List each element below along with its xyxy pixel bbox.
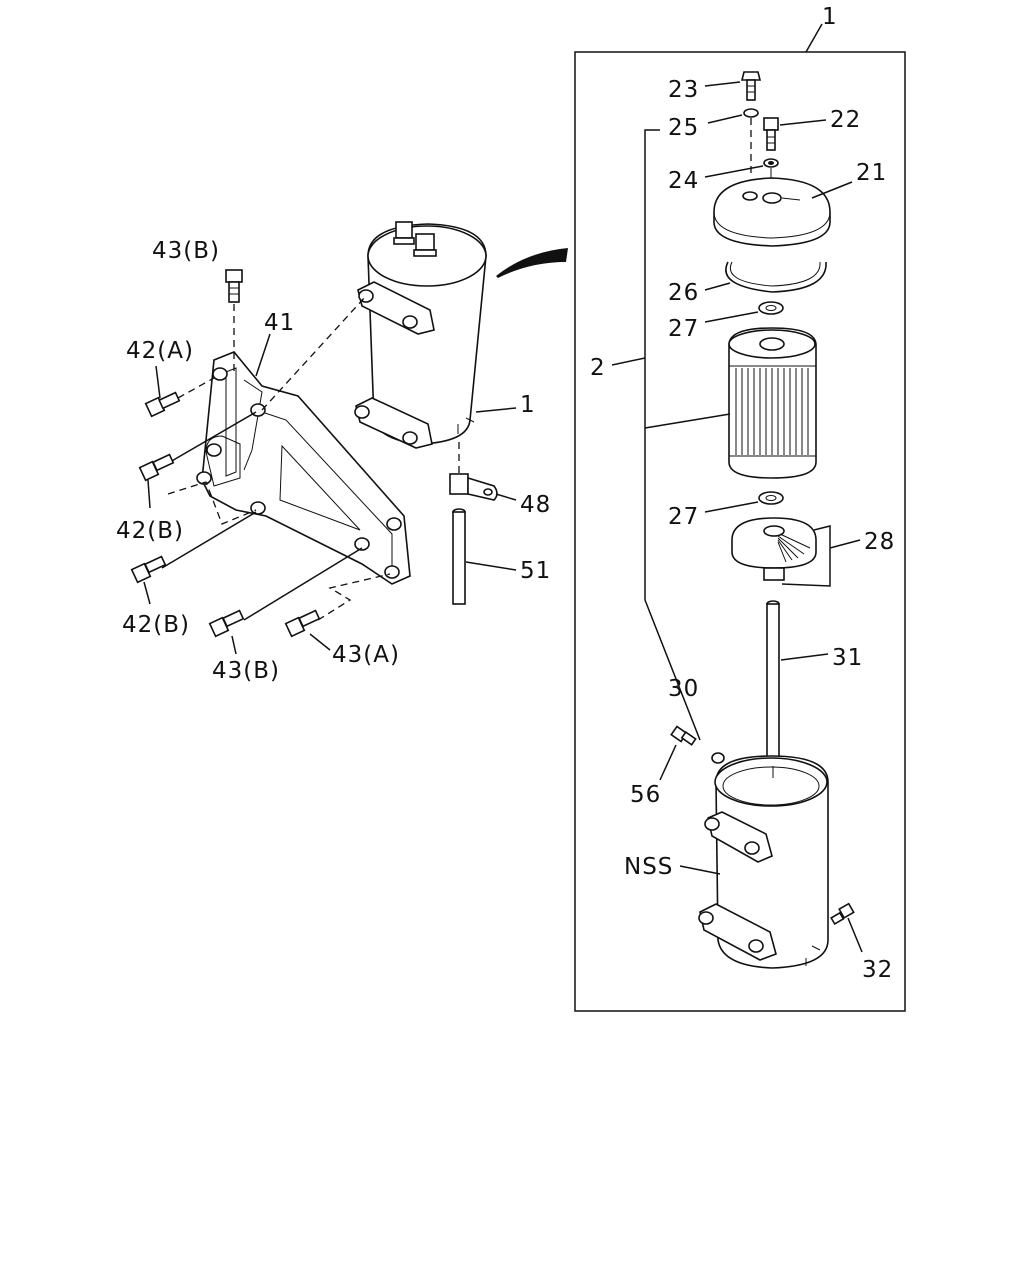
label-27-upper: 27: [668, 316, 699, 342]
label-26: 26: [668, 280, 699, 306]
label-51: 51: [520, 558, 551, 584]
leader-48: [495, 493, 517, 501]
leader-41: [255, 333, 271, 377]
leader-22: [779, 119, 827, 126]
label-31: 31: [832, 645, 863, 671]
label-1-side: 1: [520, 392, 536, 418]
leader-42b-upper: [147, 479, 151, 509]
line-43b-bottom: [243, 547, 363, 621]
leader-2-element: [644, 413, 731, 429]
leader-27-lower: [704, 501, 759, 513]
leader-28: [781, 525, 831, 587]
filter-assembly-1: [354, 221, 487, 449]
bracket-2: [644, 129, 701, 741]
gasket-27-lower: [758, 491, 784, 505]
label-43b-bottom: 43(B): [212, 658, 280, 684]
leader-27-upper: [704, 311, 759, 323]
leader-28-b: [829, 539, 861, 549]
gasket-27-upper: [758, 301, 784, 315]
bolt-42b-upper: [138, 453, 175, 482]
label-56: 56: [630, 782, 661, 808]
dash-43a: [317, 573, 391, 621]
line-42b-lower: [161, 511, 257, 569]
bolt-42a: [144, 391, 181, 418]
label-41: 41: [264, 310, 295, 336]
line-42b-upper: [169, 411, 257, 463]
bolt-42b-lower: [130, 555, 167, 584]
bolt-56: [670, 725, 697, 746]
washer-24-center: [768, 161, 774, 165]
leader-43a: [309, 633, 331, 651]
label-2: 2: [590, 355, 606, 381]
spring-seat-28: [731, 517, 817, 581]
label-23: 23: [668, 77, 699, 103]
leader-nss: [679, 865, 721, 875]
washer-25: [743, 108, 759, 118]
screw-22: [763, 117, 779, 151]
cap-21: [713, 177, 831, 247]
center-pipe-31: [766, 600, 780, 770]
filter-element: [728, 327, 817, 479]
dash-bracket-filter: [261, 295, 367, 411]
label-48: 48: [520, 492, 551, 518]
clip-48: [449, 473, 498, 501]
label-42b-lower: 42(B): [122, 612, 190, 638]
label-32: 32: [862, 957, 893, 983]
oring-26: [725, 261, 827, 293]
washer-30: [711, 752, 725, 764]
leader-2: [611, 357, 646, 366]
label-22: 22: [830, 107, 861, 133]
leader-21: [811, 181, 853, 199]
leader-26: [704, 282, 731, 291]
label-1-top: 1: [822, 4, 838, 30]
leader-32: [847, 917, 863, 953]
bolt-43a: [284, 609, 321, 638]
dash-bracket-lower: [167, 481, 257, 525]
label-30: 30: [668, 676, 699, 702]
leader-51: [465, 561, 517, 571]
leader-42a: [155, 365, 161, 399]
screw-23: [740, 71, 762, 101]
label-21: 21: [856, 160, 887, 186]
label-25: 25: [668, 115, 699, 141]
label-24: 24: [668, 168, 699, 194]
detail-pointer-arrow: [496, 248, 568, 278]
leader-1-top: [805, 23, 823, 53]
bolt-43b-top: [225, 269, 243, 303]
hose-51: [452, 508, 466, 605]
leader-43b-bottom: [231, 635, 237, 655]
label-43a: 43(A): [332, 642, 400, 668]
bolt-43b-bottom: [208, 609, 245, 638]
leader-42b-lower: [143, 581, 151, 605]
detail-frame: [574, 51, 906, 1012]
label-27-lower: 27: [668, 504, 699, 530]
label-nss: NSS: [624, 854, 673, 880]
bolt-32: [830, 902, 855, 926]
leader-24: [704, 165, 764, 178]
leader-56: [659, 744, 677, 781]
label-42b-upper: 42(B): [116, 518, 184, 544]
leader-1-side: [475, 407, 517, 413]
leader-31: [780, 653, 829, 661]
label-42a: 42(A): [126, 338, 194, 364]
dash-42a: [177, 377, 215, 399]
label-43b-top: 43(B): [152, 238, 220, 264]
leader-23: [704, 81, 741, 87]
label-28: 28: [864, 529, 895, 555]
housing-nss: [698, 755, 829, 969]
leader-25: [707, 114, 743, 124]
